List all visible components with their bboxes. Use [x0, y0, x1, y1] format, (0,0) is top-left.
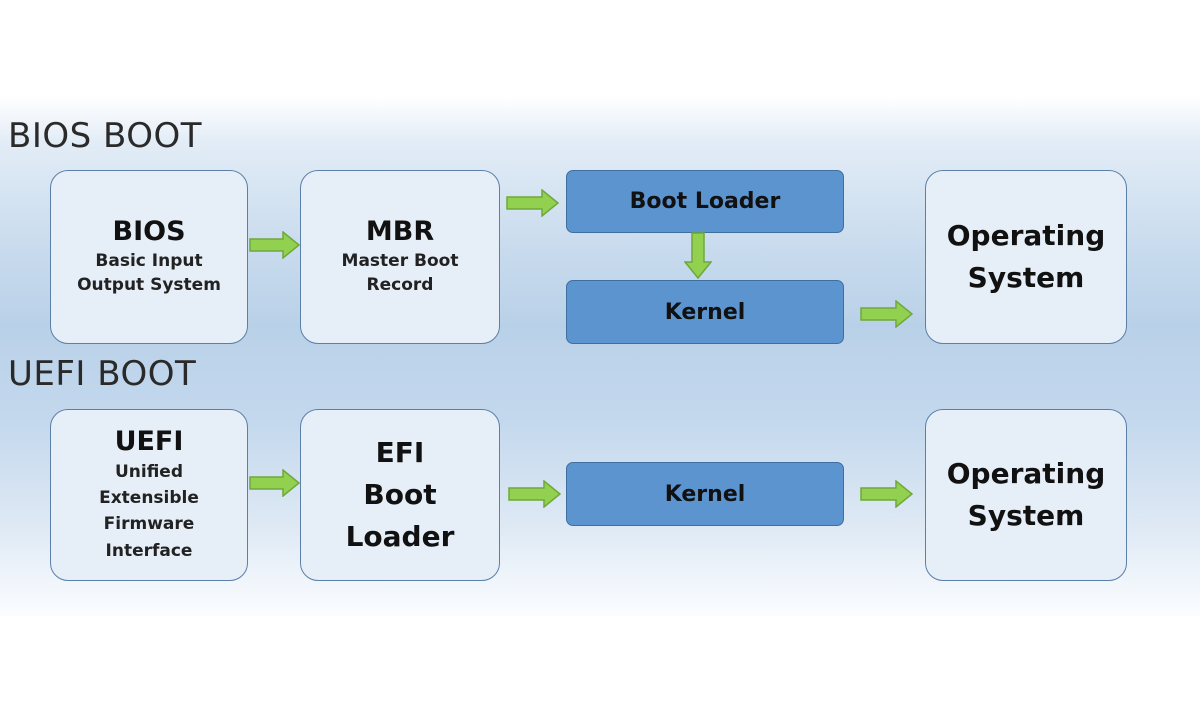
- boot-loader-box: Boot Loader: [566, 170, 844, 233]
- bios-os-label: Operating System: [946, 219, 1106, 294]
- arrow-bios-kernel-to-os-icon: [860, 300, 914, 328]
- uefi-subtitle: Unified Extensible Firmware Interface: [99, 461, 199, 561]
- bios-os-box: Operating System: [925, 170, 1127, 344]
- arrow-bios-to-mbr-icon: [249, 231, 301, 259]
- uefi-os-box: Operating System: [925, 409, 1127, 581]
- bios-box: BIOS Basic Input Output System: [50, 170, 248, 344]
- arrow-uefi-kernel-to-os-icon: [860, 480, 914, 508]
- efi-label: EFI Boot Loader: [345, 436, 455, 553]
- bios-boot-heading: BIOS BOOT: [8, 116, 203, 156]
- uefi-kernel-box: Kernel: [566, 462, 844, 526]
- arrow-efi-to-kernel-icon: [508, 480, 562, 508]
- bios-title: BIOS: [112, 216, 186, 248]
- arrow-bootloader-to-kernel-icon: [684, 232, 712, 280]
- uefi-box: UEFI Unified Extensible Firmware Interfa…: [50, 409, 248, 581]
- bios-subtitle: Basic Input Output System: [77, 250, 221, 296]
- mbr-subtitle: Master Boot Record: [341, 250, 459, 296]
- uefi-boot-heading: UEFI BOOT: [8, 354, 197, 394]
- uefi-os-label: Operating System: [946, 457, 1106, 532]
- efi-box: EFI Boot Loader: [300, 409, 500, 581]
- bios-kernel-box: Kernel: [566, 280, 844, 344]
- arrow-mbr-to-bootloader-icon: [506, 189, 560, 217]
- mbr-title: MBR: [365, 216, 435, 248]
- arrow-uefi-to-efi-icon: [249, 469, 301, 497]
- mbr-box: MBR Master Boot Record: [300, 170, 500, 344]
- uefi-title: UEFI: [114, 426, 184, 458]
